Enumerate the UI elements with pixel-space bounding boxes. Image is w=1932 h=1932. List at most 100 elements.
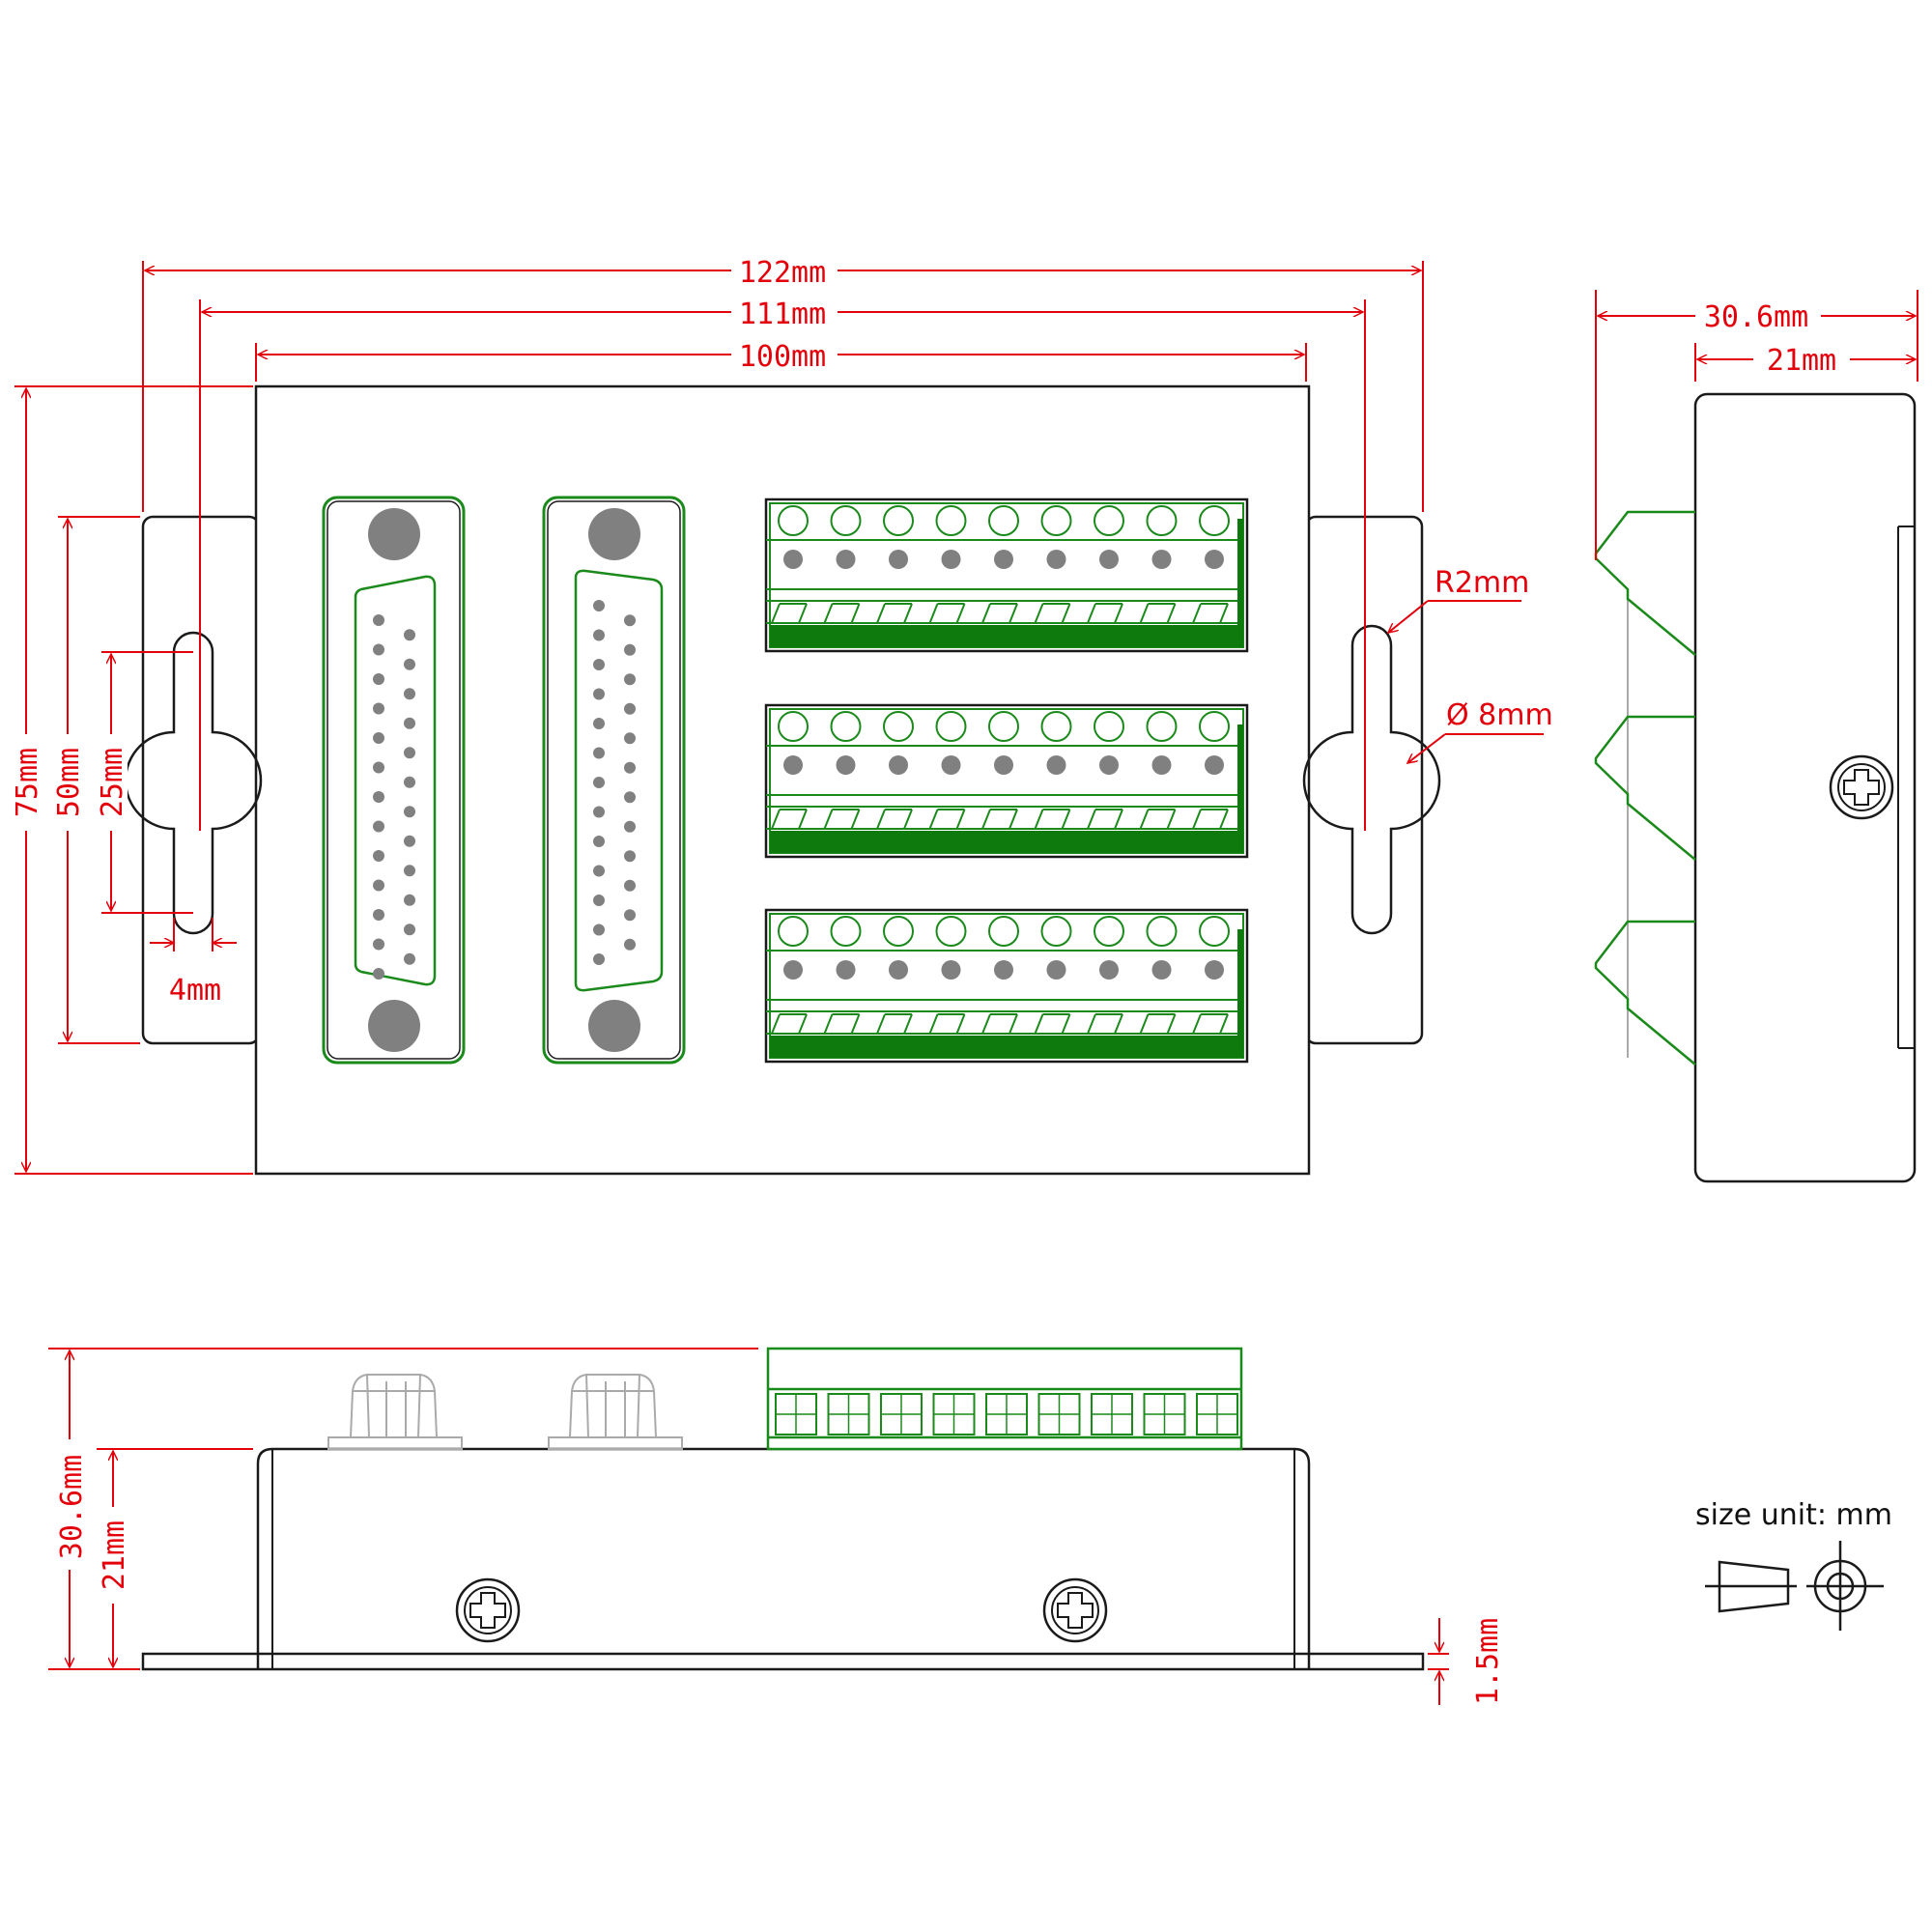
- screw-terminal: [1040, 505, 1072, 536]
- screw-terminal: [935, 916, 967, 947]
- pin: [624, 791, 636, 804]
- screw-terminal: [988, 711, 1019, 742]
- dim-hole-diameter: Ø 8mm: [1446, 698, 1553, 732]
- terminal-block-front: [766, 1347, 1243, 1451]
- db25-nut-1: [327, 1374, 463, 1450]
- dim-side-total-depth: 30.6mm: [1704, 300, 1808, 334]
- front-view: [141, 1347, 1425, 1671]
- screw-terminal: [935, 711, 967, 742]
- terminal-pin: [994, 550, 1013, 569]
- base-plate: [141, 1652, 1425, 1671]
- pin: [593, 629, 605, 641]
- terminal-pin: [1205, 550, 1224, 569]
- pin: [404, 835, 415, 847]
- mount-screw: [368, 508, 420, 560]
- dim-side-body-depth: 21mm: [1767, 344, 1836, 378]
- screw-terminal: [1094, 711, 1124, 742]
- screw-terminal: [830, 916, 862, 947]
- pin: [624, 673, 636, 686]
- terminal-pin: [783, 550, 803, 569]
- terminal-pin: [1205, 960, 1224, 980]
- terminal-pin: [836, 755, 856, 775]
- pin: [404, 688, 415, 700]
- pin: [404, 865, 415, 877]
- pin: [373, 820, 384, 833]
- terminal-pin: [836, 960, 856, 980]
- dim-overall-width: 122mm: [739, 256, 826, 290]
- dimension-labels: 122mm 111mm 100mm 75mm 50mm 25mm 4mm R2m…: [11, 255, 1850, 1705]
- screw-terminal: [1094, 916, 1124, 947]
- dim-flange-height: 50mm: [52, 748, 86, 817]
- db25-nut-2: [548, 1374, 683, 1450]
- pin: [404, 629, 415, 641]
- screw-terminal: [778, 505, 809, 536]
- pin: [404, 776, 415, 788]
- side-body: [1693, 392, 1917, 1183]
- pin: [373, 614, 384, 626]
- terminal-pin: [1046, 960, 1066, 980]
- screw-terminal: [1199, 711, 1230, 742]
- pin: [593, 777, 605, 788]
- screw-terminal: [1146, 916, 1178, 947]
- mount-screw: [588, 508, 640, 560]
- pin: [373, 850, 384, 862]
- pin: [373, 702, 384, 715]
- terminal-block-3: [764, 908, 1249, 1064]
- screw-terminal: [935, 505, 967, 536]
- mount-screw: [588, 1000, 640, 1052]
- dim-hole-spacing: 111mm: [739, 298, 826, 331]
- screw-terminal: [988, 916, 1019, 947]
- db25-pins: [593, 600, 636, 965]
- pin: [624, 850, 636, 863]
- terminal-pin: [889, 550, 908, 569]
- screw-terminal: [883, 916, 914, 947]
- left-keyhole-slot: [124, 631, 263, 935]
- terminal-pin: [994, 960, 1013, 980]
- dim-slot-radius: R2mm: [1435, 566, 1529, 600]
- pin: [373, 968, 384, 980]
- screw-terminal: [1040, 916, 1072, 947]
- pin: [373, 673, 384, 685]
- terminal-block-2: [764, 703, 1249, 859]
- pin: [593, 865, 605, 877]
- side-terminal-profiles: [1594, 510, 1696, 1065]
- pin: [624, 938, 636, 951]
- front-screw-icon-left: [455, 1577, 521, 1643]
- pin: [624, 643, 636, 656]
- terminal-pin: [889, 755, 908, 775]
- pin: [404, 952, 415, 965]
- terminal-pin: [1151, 550, 1172, 569]
- pin: [624, 761, 636, 774]
- terminal-block-1: [764, 497, 1249, 653]
- side-view: [1594, 392, 1917, 1183]
- db25-connector-2: [542, 496, 686, 1065]
- pin: [593, 600, 605, 611]
- pin: [593, 659, 605, 670]
- pin: [593, 953, 605, 965]
- terminal-pin: [941, 550, 961, 569]
- terminal-pin: [994, 755, 1013, 775]
- dim-front-body-height: 21mm: [98, 1520, 131, 1590]
- screw-terminal: [830, 711, 862, 742]
- terminal-pin: [941, 960, 961, 980]
- terminal-pin: [1151, 960, 1172, 980]
- screw-terminal: [1146, 505, 1178, 536]
- pin: [624, 732, 636, 745]
- dim-body-height: 75mm: [11, 748, 44, 817]
- screw-terminal: [883, 505, 914, 536]
- terminal-pin: [889, 960, 908, 980]
- pin: [373, 879, 384, 892]
- pin: [373, 732, 384, 744]
- pin: [404, 658, 415, 670]
- pin: [373, 909, 384, 921]
- pin: [373, 938, 384, 951]
- screw-terminal: [778, 916, 809, 947]
- mount-screw: [368, 1000, 420, 1052]
- pin: [404, 894, 415, 906]
- terminal-pin: [1099, 960, 1119, 980]
- pin: [593, 836, 605, 847]
- pin: [624, 909, 636, 922]
- right-keyhole-slot: [1302, 624, 1441, 935]
- screw-terminal: [883, 711, 914, 742]
